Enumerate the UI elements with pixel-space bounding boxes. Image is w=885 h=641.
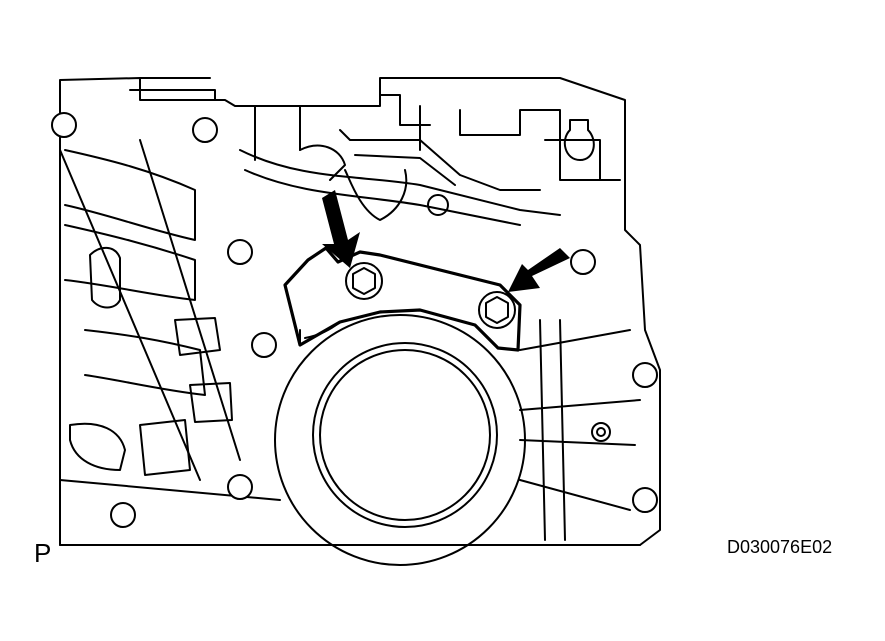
rib-left-4 <box>84 329 206 396</box>
boss-10 <box>632 487 658 513</box>
rib-left-7 <box>174 317 221 356</box>
boss-6 <box>110 502 136 528</box>
boss-12 <box>596 427 606 437</box>
upper-cover <box>254 105 601 181</box>
boss-8 <box>570 249 596 275</box>
main-bore-inner <box>319 349 491 521</box>
figure-code: D030076E02 <box>727 537 833 557</box>
boss-5 <box>227 474 253 500</box>
pawl-bracket-edge <box>299 321 341 346</box>
boss-4 <box>251 332 277 358</box>
rib-left-1 <box>64 149 196 241</box>
main-bore-lip <box>312 342 498 528</box>
boss-2 <box>192 117 218 143</box>
pipe-bracket <box>239 129 561 226</box>
bolt-right <box>478 291 516 329</box>
diagonal-web <box>59 139 281 501</box>
boss-1 <box>51 112 77 138</box>
view-label: P <box>34 538 52 568</box>
housing-top-flange <box>129 77 621 181</box>
arrow-right-icon <box>508 248 570 292</box>
boss-9 <box>632 362 658 388</box>
web-right-1 <box>519 319 641 541</box>
boss-7 <box>427 194 449 216</box>
bolt-left <box>345 262 383 300</box>
rib-left-5 <box>69 422 126 471</box>
upper-block <box>299 144 408 221</box>
arrow-left-icon <box>322 190 360 268</box>
rib-left-6 <box>139 419 191 476</box>
rib-left-2 <box>64 224 196 301</box>
boss-3 <box>227 239 253 265</box>
